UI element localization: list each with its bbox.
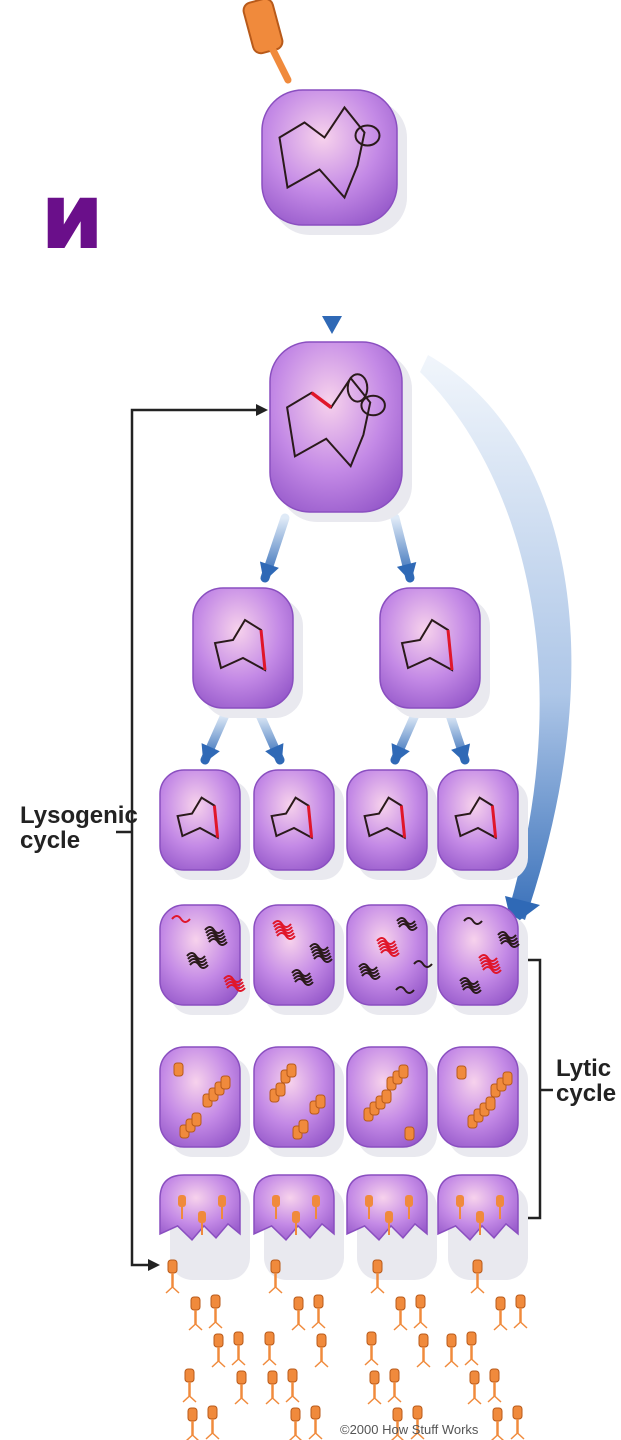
released-phage [511, 1406, 524, 1439]
bacterium-cell-prophage-small [347, 770, 437, 880]
heading-fragment: и [40, 163, 104, 270]
released-phage [414, 1295, 427, 1328]
bacterium-cell-prophage [193, 588, 303, 718]
released-phage [417, 1334, 430, 1367]
released-phage [232, 1332, 245, 1365]
bacterium-cell-prophage [380, 588, 490, 718]
bacterium-cell-replicating [347, 905, 437, 1015]
released-phage [289, 1408, 302, 1440]
bacterium-cell-prophage-small [438, 770, 528, 880]
released-phage [315, 1334, 328, 1367]
released-phage [286, 1369, 299, 1402]
bacterium-cell-lysing [438, 1175, 528, 1280]
division-arrow [392, 715, 415, 764]
lysogenic-bottom-arrow-head [148, 1259, 160, 1271]
bacterium-cell-replicating [254, 905, 344, 1015]
released-phage [494, 1297, 507, 1330]
released-phage [514, 1295, 527, 1328]
copyright-notice: ©2000 How Stuff Works [340, 1422, 479, 1437]
released-phage [394, 1297, 407, 1330]
division-arrow [260, 518, 285, 582]
released-phage [166, 1260, 179, 1293]
division-arrow [322, 268, 342, 334]
released-phage [209, 1295, 222, 1328]
bacterium-cell-replicating [160, 905, 250, 1015]
released-phage [292, 1297, 305, 1330]
division-arrow [450, 715, 470, 764]
division-arrow [202, 715, 225, 764]
bacteria-cells [160, 90, 528, 1280]
division-arrow [395, 518, 416, 582]
released-phage [388, 1369, 401, 1402]
released-phage [365, 1332, 378, 1365]
bacterium-cell-assembling [347, 1047, 437, 1157]
released-phage [465, 1332, 478, 1365]
released-phage [212, 1334, 225, 1367]
released-phage [263, 1332, 276, 1365]
released-phage [183, 1369, 196, 1402]
released-phage [312, 1295, 325, 1328]
released-phage [488, 1369, 501, 1402]
bacterium-cell-lysing [347, 1175, 437, 1280]
released-phage [491, 1408, 504, 1440]
released-phage [266, 1371, 279, 1404]
lysogenic-label-line2: cycle [20, 827, 80, 854]
released-phage [235, 1371, 248, 1404]
bacterium-cell-assembling [254, 1047, 344, 1157]
released-phage [445, 1334, 458, 1367]
bacterium-cell-prophage-small [160, 770, 250, 880]
division-arrow [260, 715, 283, 764]
bacterium-cell-integrated [270, 342, 412, 522]
released-phage [206, 1406, 219, 1439]
bacterium-cell-assembling [160, 1047, 250, 1157]
bacterium-cell-lysing [254, 1175, 344, 1280]
released-phage [186, 1408, 199, 1440]
released-phage [189, 1297, 202, 1330]
released-phage [309, 1406, 322, 1439]
bacterium-cell-assembling [438, 1047, 528, 1157]
bacterium-cell-replicating [438, 905, 528, 1015]
lytic-label-line2: cycle [556, 1080, 616, 1107]
bacterium-cell-prophage-small [254, 770, 344, 880]
released-phages [166, 1260, 527, 1440]
infecting-phage [242, 0, 288, 80]
bacterium-cell-infected [262, 90, 407, 235]
lysogenic-label-line1: Lysogenic [20, 802, 138, 829]
released-phage [468, 1371, 481, 1404]
released-phage [368, 1371, 381, 1404]
lytic-label-line1: Lytic [556, 1055, 611, 1082]
lysogenic-arrow-head [256, 404, 268, 416]
